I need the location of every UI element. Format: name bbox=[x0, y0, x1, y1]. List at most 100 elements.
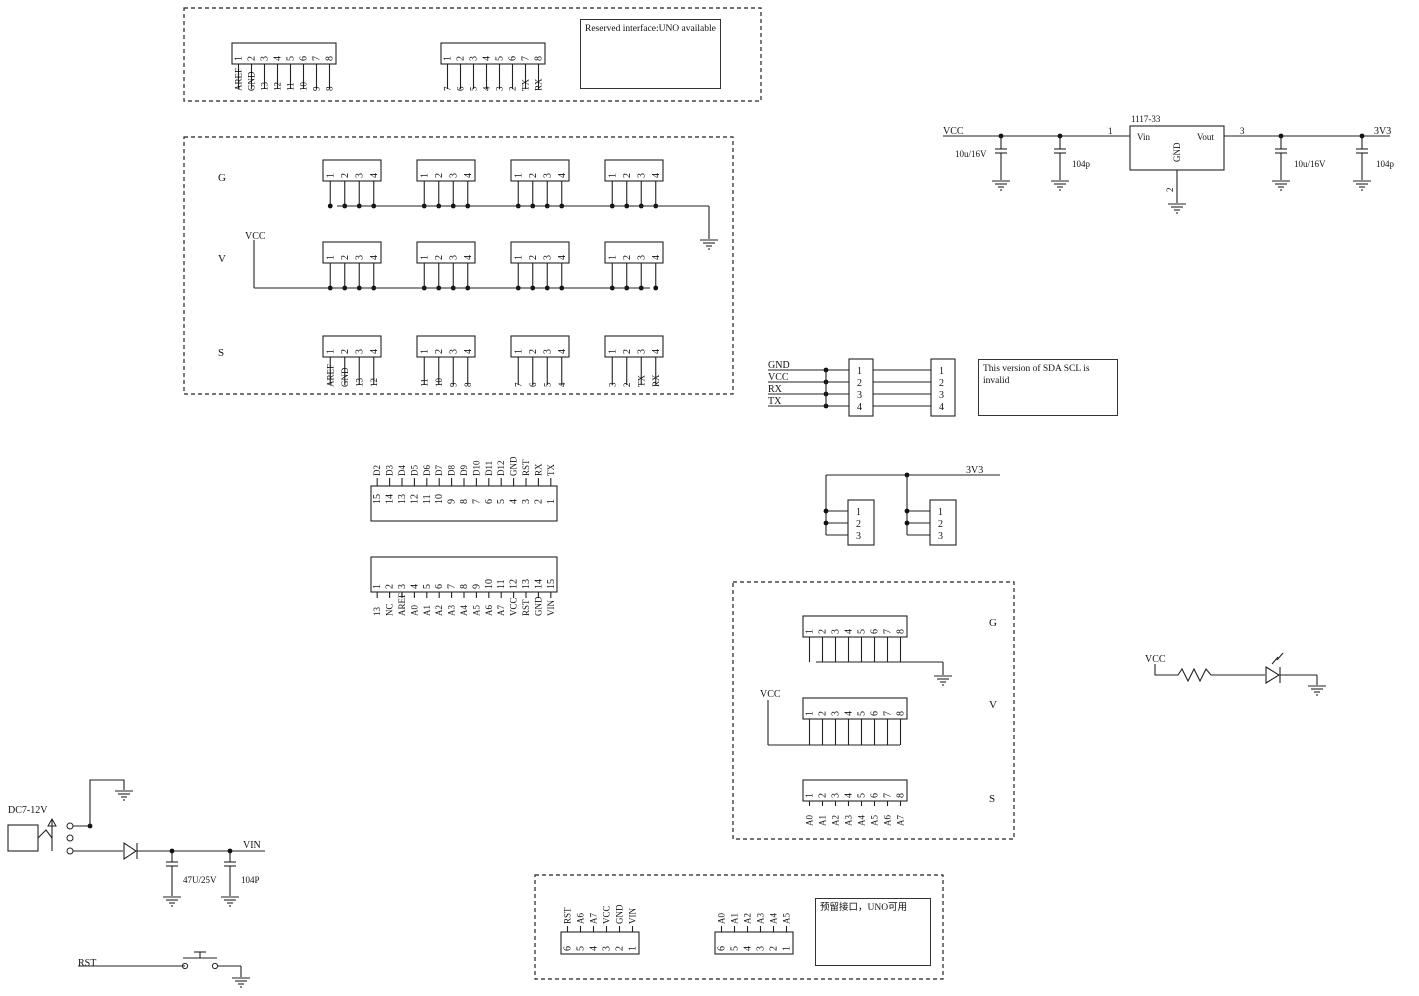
pin-number: 3 bbox=[831, 629, 842, 634]
pin-number: 3 bbox=[521, 499, 532, 504]
pin-net-label: A0 bbox=[717, 913, 727, 924]
pin-number: 2 bbox=[938, 519, 943, 530]
pin-net-label: 2 bbox=[508, 87, 518, 92]
vcc-label: VCC bbox=[245, 231, 266, 242]
header-6pin-left bbox=[560, 931, 640, 955]
analog-row-label-g: G bbox=[989, 617, 997, 629]
junction-dot bbox=[327, 203, 333, 209]
pin-number: 1 bbox=[805, 711, 816, 716]
header-4pin-s bbox=[510, 335, 570, 358]
pin-number: 2 bbox=[818, 793, 829, 798]
pin-number: 4 bbox=[743, 946, 754, 951]
pin-number: 1 bbox=[325, 349, 336, 354]
pin-number: 2 bbox=[340, 173, 351, 178]
pin-net-label: A3 bbox=[447, 605, 457, 616]
pin-number: 6 bbox=[870, 629, 881, 634]
reset-button-contact bbox=[181, 962, 189, 970]
header-4pin-s bbox=[322, 335, 382, 358]
pin-number: 4 bbox=[589, 946, 600, 951]
pin-number: 6 bbox=[484, 499, 495, 504]
pin-net-label: A2 bbox=[434, 605, 444, 616]
pin-net-label: 3 bbox=[495, 86, 505, 91]
reset-button-contact bbox=[211, 962, 219, 970]
pin-number: 4 bbox=[369, 255, 380, 260]
analog-gvs-block bbox=[732, 581, 1015, 840]
resistor bbox=[1177, 667, 1212, 683]
pin-net-label: 13 bbox=[372, 607, 382, 617]
pin-number: 6 bbox=[717, 946, 728, 951]
pin-number: 1 bbox=[372, 584, 383, 589]
pin-number: 7 bbox=[521, 56, 532, 61]
header-4pin-v bbox=[604, 241, 664, 264]
analog-vcc-label: VCC bbox=[760, 689, 781, 700]
pin-number: 1 bbox=[607, 349, 618, 354]
pin-number: 2 bbox=[818, 629, 829, 634]
pin-net-label: A0 bbox=[409, 605, 419, 616]
pin-number: 8 bbox=[459, 584, 470, 589]
pin-number: 3 bbox=[448, 349, 459, 354]
pin-number: 1 bbox=[443, 56, 454, 61]
pin-number: 2 bbox=[247, 56, 258, 61]
pin-number: 2 bbox=[857, 378, 862, 389]
pin-net-label: RST bbox=[521, 599, 531, 616]
row-label-v: V bbox=[218, 253, 226, 265]
header-4pin-g bbox=[604, 159, 664, 182]
pin-number: 8 bbox=[325, 56, 336, 61]
pin-number: 1 bbox=[856, 507, 861, 518]
pin-number: 7 bbox=[312, 56, 323, 61]
pin-number: 11 bbox=[496, 579, 507, 589]
pin-number: 7 bbox=[883, 629, 894, 634]
header-4pin-v bbox=[510, 241, 570, 264]
analog-header-s bbox=[802, 779, 908, 802]
pin-net-label: GND bbox=[340, 367, 350, 387]
pin-number: 1 bbox=[607, 173, 618, 178]
pin-number: 3 bbox=[542, 173, 553, 178]
pin-net-label: VIN bbox=[546, 600, 556, 616]
pin-number: 6 bbox=[563, 946, 574, 951]
pin-number: 7 bbox=[883, 711, 894, 716]
pin-net-label: NC bbox=[385, 603, 395, 616]
regulator-pin3-label: 3 bbox=[1240, 126, 1245, 136]
pin-number: 13 bbox=[397, 494, 408, 504]
junction-dot bbox=[823, 520, 829, 526]
uart-header-a bbox=[848, 358, 874, 417]
pin-net-label: D9 bbox=[459, 465, 469, 476]
reserved-interface-note: Reserved interface:UNO available bbox=[580, 19, 721, 89]
cap-ceramic-label: 104P bbox=[241, 875, 260, 885]
pin-net-label: 11 bbox=[419, 378, 429, 387]
pin-number: 3 bbox=[354, 349, 365, 354]
i2c-header-a bbox=[847, 499, 875, 546]
pin-net-label: 3 bbox=[607, 382, 617, 387]
reserved-interface-cn-note: 预留接口，UNO可用 bbox=[815, 898, 931, 966]
pin-number: 4 bbox=[369, 349, 380, 354]
pin-net-label: A6 bbox=[576, 913, 586, 924]
pin-number: 3 bbox=[636, 173, 647, 178]
dc-jack bbox=[7, 824, 39, 852]
i2c-header-b bbox=[929, 499, 957, 546]
led-arrow bbox=[1271, 656, 1279, 665]
pin-net-label: A6 bbox=[484, 605, 494, 616]
pin-number: 4 bbox=[844, 711, 855, 716]
pin-number: 2 bbox=[340, 349, 351, 354]
pin-number: 2 bbox=[528, 255, 539, 260]
pin-net-label: RX bbox=[533, 463, 543, 476]
pin-number: 2 bbox=[856, 519, 861, 530]
pin-number: 3 bbox=[354, 255, 365, 260]
pin-net-label: D4 bbox=[397, 465, 407, 476]
pin-number: 4 bbox=[844, 793, 855, 798]
pin-net-label: A6 bbox=[883, 815, 893, 826]
pin-number: 3 bbox=[397, 584, 408, 589]
pin-net-label: D5 bbox=[409, 465, 419, 476]
pin-number: 3 bbox=[939, 390, 944, 401]
pin-net-label: 9 bbox=[312, 86, 322, 91]
pin-number: 1 bbox=[857, 366, 862, 377]
pin-number: 2 bbox=[533, 499, 544, 504]
pin-number: 2 bbox=[769, 946, 780, 951]
row-label-s: S bbox=[218, 347, 224, 359]
regulator-vin-label: Vin bbox=[1137, 132, 1150, 142]
pin-net-label: A4 bbox=[459, 605, 469, 616]
pin-number: 4 bbox=[463, 173, 474, 178]
pin-number: 3 bbox=[469, 56, 480, 61]
pin-number: 5 bbox=[495, 56, 506, 61]
pin-number: 1 bbox=[628, 946, 639, 951]
